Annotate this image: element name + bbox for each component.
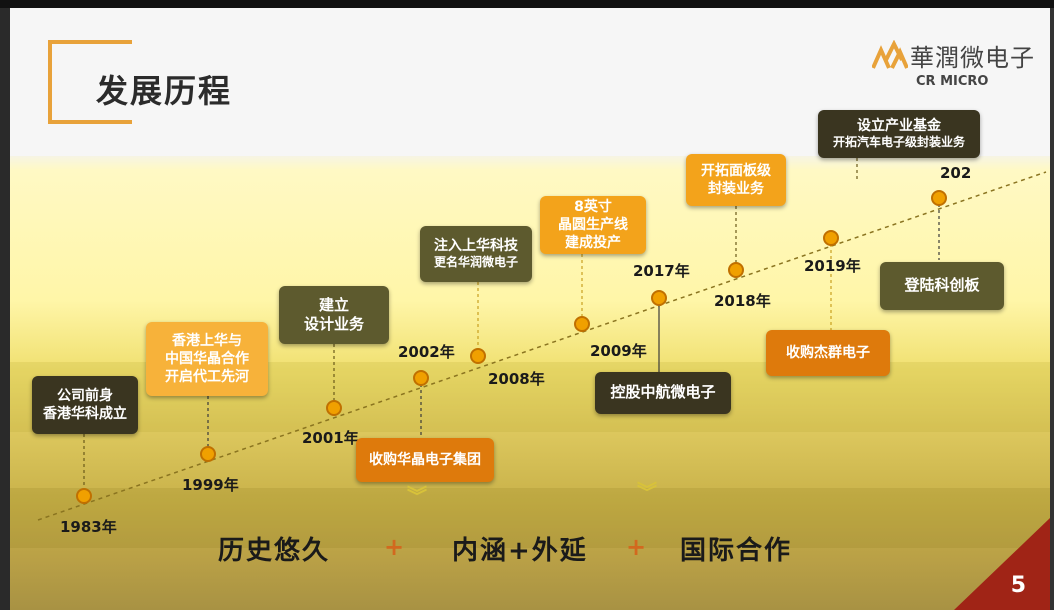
right-border bbox=[1050, 8, 1054, 610]
year-label: 2008年 bbox=[488, 370, 545, 388]
year-label: 1983年 bbox=[60, 518, 117, 536]
event-box: 开拓面板级 封装业务 bbox=[686, 154, 786, 206]
timeline-dot bbox=[413, 370, 429, 386]
year-label: 2019年 bbox=[804, 257, 861, 275]
left-border bbox=[0, 8, 10, 610]
event-box: 登陆科创板 bbox=[880, 262, 1004, 310]
year-label: 2001年 bbox=[302, 429, 359, 447]
chevron-down-icon: ︾ bbox=[407, 484, 427, 508]
company-logo: 華潤微电子 CR MICRO bbox=[872, 34, 1042, 94]
event-box: 8英寸 晶圆生产线 建成投产 bbox=[540, 196, 646, 254]
event-box: 设立产业基金 开拓汽车电子级封装业务 bbox=[818, 110, 980, 158]
top-border bbox=[0, 0, 1054, 8]
timeline-dot bbox=[470, 348, 486, 364]
timeline-dot bbox=[574, 316, 590, 332]
timeline-dot bbox=[651, 290, 667, 306]
year-label: 202 bbox=[940, 164, 972, 182]
event-box: 香港上华与 中国华晶合作 开启代工先河 bbox=[146, 322, 268, 396]
page-number: 5 bbox=[1010, 573, 1026, 598]
event-box: 收购华晶电子集团 bbox=[356, 438, 494, 482]
year-label: 2009年 bbox=[590, 342, 647, 360]
timeline-axis bbox=[37, 171, 1047, 521]
timeline-dot bbox=[823, 230, 839, 246]
plus-sign: + bbox=[384, 533, 405, 561]
year-label: 2002年 bbox=[398, 343, 455, 361]
page-title: 发展历程 bbox=[96, 72, 233, 110]
logo-name: 華潤微电子 bbox=[910, 44, 1035, 72]
timeline-dots bbox=[76, 190, 947, 504]
logo-subtitle: CR MICRO bbox=[916, 74, 989, 89]
timeline-dot bbox=[76, 488, 92, 504]
event-box: 注入上华科技 更名华润微电子 bbox=[420, 226, 532, 282]
tagline-history: 历史悠久 bbox=[218, 536, 331, 566]
year-label: 2018年 bbox=[714, 292, 771, 310]
chevron-down-icon: ︾ bbox=[637, 480, 657, 504]
year-label: 1999年 bbox=[182, 476, 239, 494]
plus-sign: + bbox=[626, 533, 647, 561]
timeline-dot bbox=[326, 400, 342, 416]
tagline-international: 国际合作 bbox=[680, 536, 793, 566]
event-box: 公司前身 香港华科成立 bbox=[32, 376, 138, 434]
logo-mark-icon bbox=[872, 40, 908, 69]
title-bracket bbox=[48, 40, 132, 124]
event-box: 建立 设计业务 bbox=[279, 286, 389, 344]
event-box: 收购杰群电子 bbox=[766, 330, 890, 376]
event-box: 控股中航微电子 bbox=[595, 372, 731, 414]
timeline-dot bbox=[728, 262, 744, 278]
page-corner-triangle bbox=[954, 518, 1050, 610]
timeline-dot bbox=[931, 190, 947, 206]
year-label: 2017年 bbox=[633, 262, 690, 280]
tagline-growth: 内涵+外延 bbox=[452, 536, 588, 566]
background-band bbox=[10, 488, 1050, 548]
timeline-dot bbox=[200, 446, 216, 462]
